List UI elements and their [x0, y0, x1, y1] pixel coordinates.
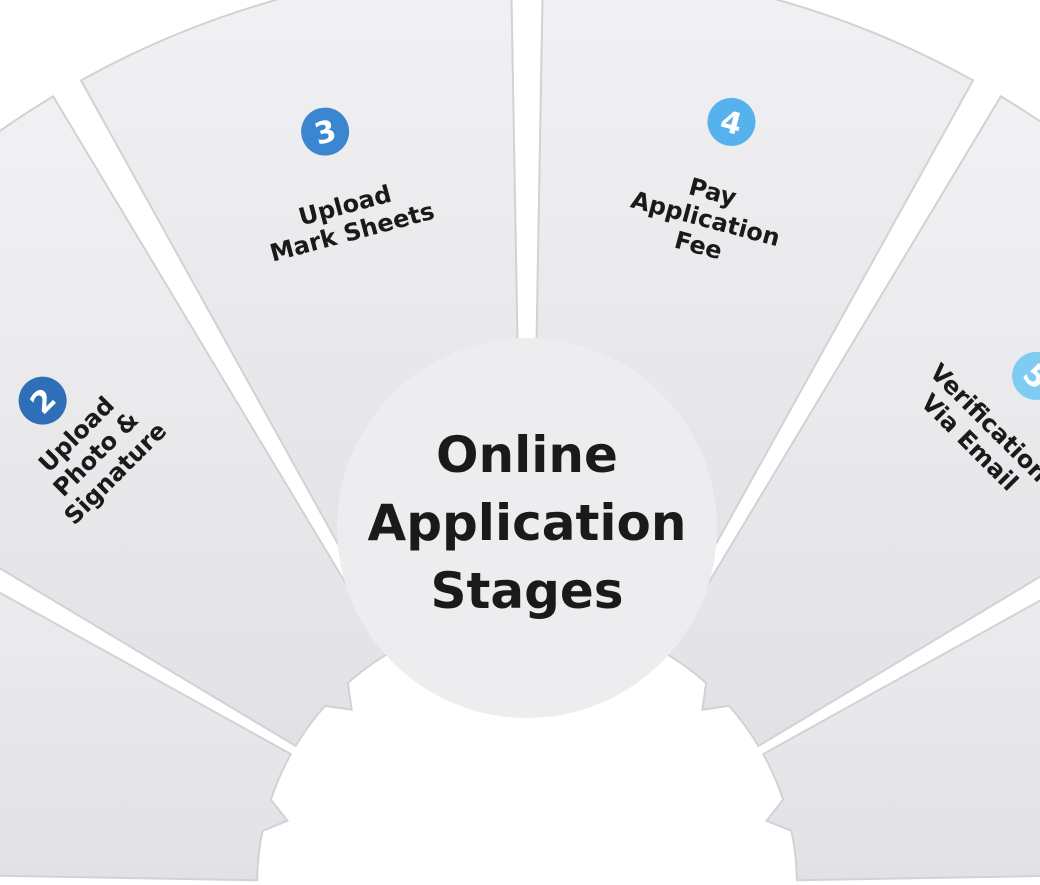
- stage-5-segment: [664, 95, 1040, 748]
- center-circle: [337, 338, 717, 718]
- center-group: Online Application Stages: [337, 338, 717, 718]
- stage-2-segment: [0, 95, 390, 748]
- stage-4-badge: 4: [707, 97, 756, 146]
- stage-3-badge: 3: [301, 107, 350, 156]
- stage-2-badge: 2: [18, 376, 67, 425]
- stage-5-badge: 5: [1012, 351, 1040, 400]
- center-title-line-1: Online: [436, 426, 618, 484]
- stage-3-badge-circle: [301, 107, 350, 156]
- stage-6-segment: [761, 599, 1040, 882]
- stage-2-badge-circle: [18, 376, 67, 425]
- center-title-line-3: Stages: [430, 562, 623, 620]
- stage-5-badge-circle: [1012, 351, 1040, 400]
- stage-4-badge-circle: [707, 97, 756, 146]
- stage-1-segment: [0, 591, 293, 882]
- center-title-line-2: Application: [368, 494, 687, 552]
